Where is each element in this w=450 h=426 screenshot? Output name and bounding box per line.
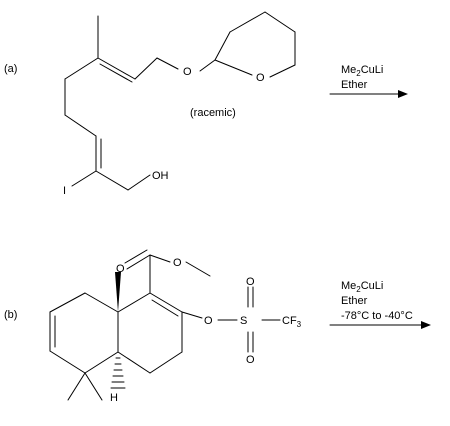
atom-O-sulfonyl-top: O [246, 276, 255, 288]
reaction-b-label: (b) [4, 309, 17, 321]
reaction-arrow-b-head [421, 321, 431, 329]
atom-OH: OH [152, 170, 169, 182]
bond [127, 174, 151, 191]
atom-O-ester: O [173, 257, 182, 269]
bond [149, 254, 171, 263]
bond [149, 292, 183, 313]
reagent-a: Me2CuLi [341, 64, 383, 78]
bond [84, 351, 119, 374]
bond [117, 292, 151, 313]
bond [97, 57, 136, 80]
solvent-a: Ether [341, 79, 368, 91]
bond [117, 351, 151, 374]
atom-O-sulfonyl-bottom: O [246, 354, 255, 366]
bond-double-inner [151, 299, 179, 317]
structure-a [64, 11, 296, 191]
bond [264, 11, 296, 33]
structure-b [49, 249, 281, 401]
bond [84, 292, 119, 313]
bond [49, 350, 86, 374]
atom-O1: O [183, 66, 192, 78]
solvent-b: Ether [341, 295, 368, 307]
wedge-bond [115, 272, 121, 312]
bond [229, 11, 266, 33]
bond [199, 59, 216, 72]
temperature-b: -78°C to -40°C [341, 310, 413, 322]
atom-H: H [110, 392, 118, 404]
atom-CF3: CF3 [282, 315, 302, 329]
bond [181, 311, 203, 319]
bond [156, 57, 179, 70]
bond [269, 64, 296, 78]
bond [49, 292, 86, 313]
reaction-a-label: (a) [4, 63, 17, 75]
bond [84, 372, 103, 401]
bond [64, 57, 99, 80]
bond [64, 114, 97, 137]
bond-double-inner [99, 63, 133, 83]
reagent-b: Me2CuLi [341, 280, 383, 294]
atom-O2: O [256, 72, 265, 84]
racemic-note: (racemic) [190, 107, 236, 119]
atom-O-carbonyl: O [116, 263, 125, 275]
bond-double-inner [124, 249, 148, 264]
bond [185, 261, 211, 277]
bond [214, 59, 253, 76]
atom-O-triflate: O [204, 315, 213, 327]
bond [126, 254, 151, 270]
bond [67, 372, 86, 401]
bond [214, 31, 231, 61]
reaction-arrow-a-head [398, 90, 408, 98]
hashed-bond [110, 357, 126, 389]
bond [71, 170, 97, 187]
bond [134, 57, 158, 80]
bond [95, 170, 129, 191]
bond [149, 351, 183, 374]
atom-S: S [240, 315, 247, 327]
atom-I: I [63, 185, 66, 197]
